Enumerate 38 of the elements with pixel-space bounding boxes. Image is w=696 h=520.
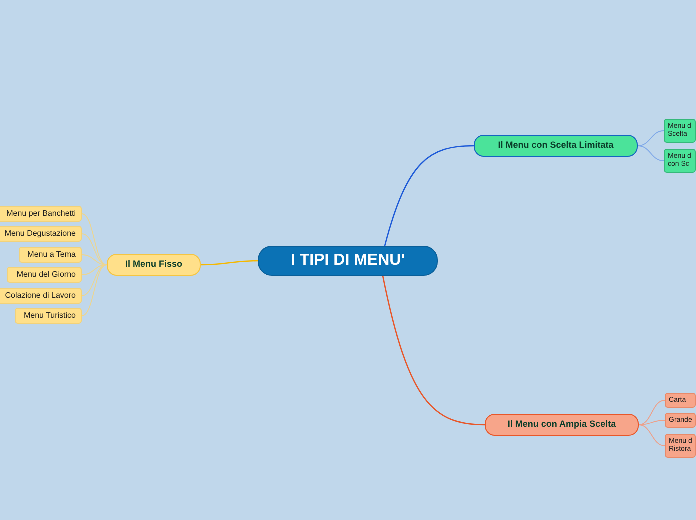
connector-line — [82, 264, 108, 276]
connector-line — [638, 424, 666, 446]
topic-box — [107, 254, 201, 276]
topic-text: Menu Turistico — [24, 310, 76, 322]
topic-box — [665, 413, 696, 428]
topic-box — [664, 149, 696, 173]
connector-line — [82, 214, 108, 266]
connector-line — [638, 146, 664, 162]
connector-line — [82, 264, 108, 296]
connector-line — [82, 264, 108, 316]
topic-text: I TIPI DI MENU' — [290, 251, 406, 271]
connector-line — [82, 234, 108, 266]
connector-line — [638, 420, 666, 426]
topic-text: Menu del Giorno — [16, 269, 76, 281]
topic-box — [15, 308, 82, 324]
topic-text: Il Menu con Scelta Limitata — [498, 139, 614, 152]
topic-text: Il Menu Fisso — [125, 258, 182, 272]
topic-box — [0, 288, 82, 304]
connector-line — [638, 130, 664, 146]
topic-box — [19, 247, 82, 263]
topic-text: Il Menu con Ampia Scelta — [508, 418, 616, 432]
connector-line — [382, 276, 486, 426]
topic-text: Menu per Banchetti — [6, 208, 76, 220]
connector-line — [384, 145, 474, 246]
connector-line — [201, 260, 258, 266]
topic-box — [7, 267, 82, 283]
topic-text: Menu Degustazione — [4, 228, 76, 240]
topic-box — [474, 135, 638, 157]
topic-box — [485, 414, 639, 436]
connector-line — [638, 400, 666, 426]
topic-box — [258, 246, 438, 276]
topic-box — [0, 206, 82, 222]
topic-box — [664, 119, 696, 143]
topic-text: Colazione di Lavoro — [5, 290, 76, 302]
topic-box — [665, 393, 696, 408]
topic-text: Menu a Tema — [28, 249, 76, 261]
topic-box — [665, 434, 696, 458]
topic-box — [0, 226, 82, 242]
